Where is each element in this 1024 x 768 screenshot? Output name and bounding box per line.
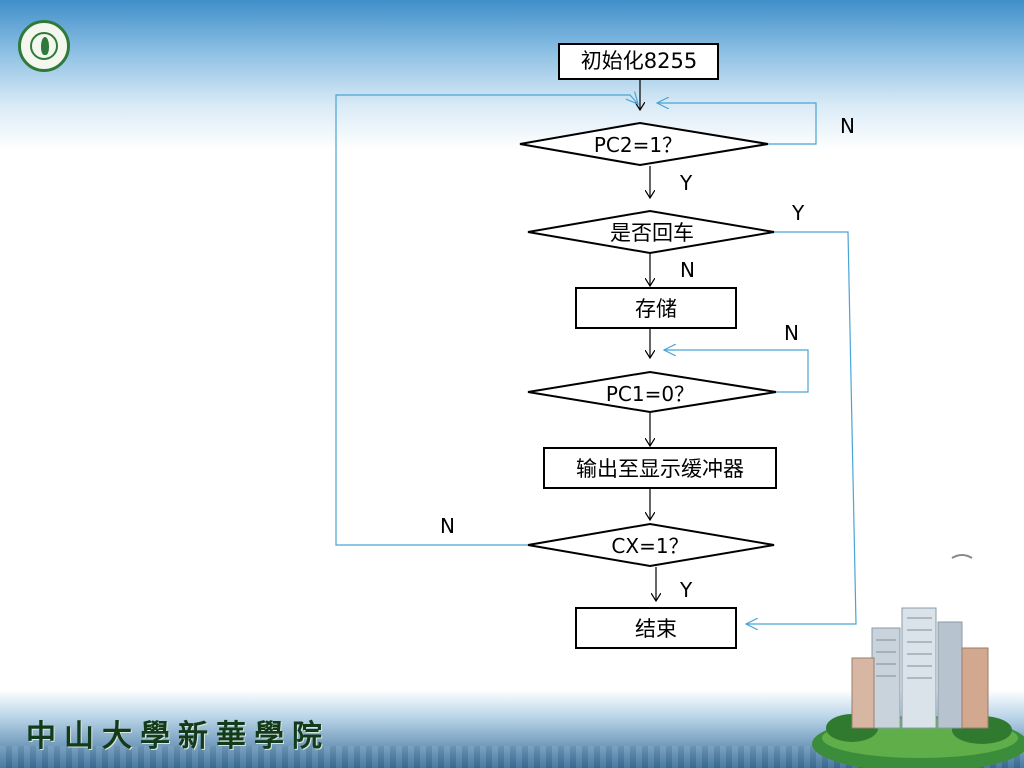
init-label: 初始化8255 <box>581 49 697 73</box>
cx-decision: CX=1？ <box>527 522 775 568</box>
init-box: 初始化8255 <box>558 43 719 80</box>
enter-label: 是否回车 <box>610 221 694 245</box>
pc1-decision: PC1=0？ <box>527 370 777 414</box>
store-label: 存储 <box>635 297 677 321</box>
branch-labels: N Y Y N N N Y <box>440 114 855 602</box>
pc2-decision: PC2=1？ <box>519 121 769 167</box>
enter-decision: 是否回车 <box>527 209 775 255</box>
emblem-leaf <box>41 37 49 55</box>
loop-arrows <box>335 95 857 624</box>
cx-label: CX=1？ <box>611 534 688 558</box>
loop-pc2-no <box>657 103 817 145</box>
loop-cx-no <box>335 95 638 546</box>
output-label: 输出至显示缓冲器 <box>576 457 744 481</box>
label-enter-yes: Y <box>791 201 805 225</box>
label-enter-no: N <box>680 258 695 282</box>
label-cx-no: N <box>440 514 455 538</box>
store-box: 存储 <box>575 287 737 329</box>
branch-enter-yes <box>746 231 857 624</box>
label-pc2-yes: Y <box>679 171 693 195</box>
header-band <box>0 0 1024 150</box>
label-pc1-no: N <box>784 321 799 345</box>
label-pc2-no: N <box>840 114 855 138</box>
end-box: 结束 <box>575 607 737 649</box>
loop-pc1-no <box>664 350 809 393</box>
end-label: 结束 <box>635 617 677 641</box>
label-cx-yes: Y <box>679 578 693 602</box>
emblem-ring <box>30 32 58 60</box>
campus-building-illustration <box>812 554 1024 768</box>
school-emblem-icon <box>18 20 70 72</box>
main-flow-arrows <box>640 80 656 601</box>
pc2-label: PC2=1？ <box>594 133 682 157</box>
school-name: 中山大學新華學院 <box>26 719 330 754</box>
pc1-label: PC1=0？ <box>606 382 694 406</box>
output-box: 输出至显示缓冲器 <box>543 447 777 489</box>
